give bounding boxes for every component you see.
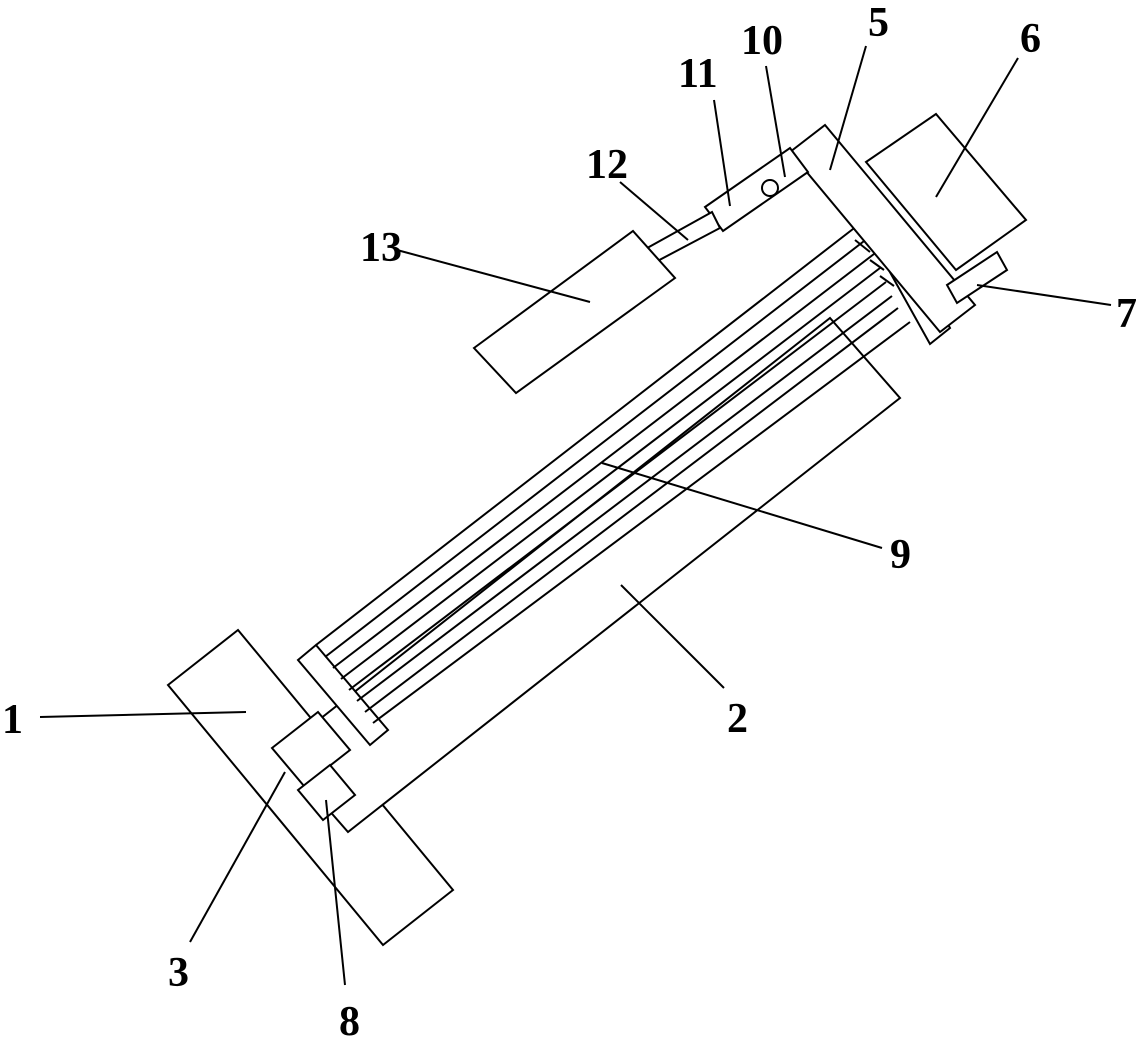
leader-8 bbox=[325, 799, 346, 986]
bundle-tube bbox=[340, 267, 881, 680]
bundle-tube bbox=[332, 253, 875, 669]
label-9: 9 bbox=[890, 532, 911, 578]
part-6-motor-box bbox=[864, 112, 1028, 272]
label-5: 5 bbox=[868, 0, 889, 46]
bundle-tube-tick bbox=[854, 239, 871, 253]
bundle-tube bbox=[348, 281, 887, 691]
leader-2 bbox=[620, 584, 725, 689]
bundle-tube bbox=[324, 237, 869, 658]
part-2-main-tube bbox=[276, 316, 902, 834]
leader-13 bbox=[396, 249, 591, 303]
leader-6 bbox=[935, 57, 1019, 198]
bundle-tube-tick bbox=[879, 275, 895, 287]
label-6: 6 bbox=[1020, 16, 1041, 62]
leader-7 bbox=[976, 284, 1112, 306]
part-5-head-housing bbox=[788, 123, 977, 334]
leader-11 bbox=[713, 99, 731, 207]
bundle-tube-tick bbox=[869, 259, 885, 271]
bundle-tube bbox=[364, 307, 899, 713]
bundle-tube bbox=[356, 295, 893, 702]
leader-9 bbox=[601, 462, 883, 549]
part-8-foot-pad bbox=[296, 763, 357, 822]
part-7-outlet-block bbox=[945, 250, 1009, 305]
label-8: 8 bbox=[339, 999, 360, 1043]
leader-5 bbox=[829, 45, 867, 171]
label-13: 13 bbox=[360, 225, 402, 271]
label-3: 3 bbox=[168, 950, 189, 996]
bundle-tube bbox=[315, 221, 863, 646]
label-2: 2 bbox=[727, 696, 748, 742]
bundle-lower-end-plate bbox=[296, 643, 390, 747]
label-10: 10 bbox=[741, 18, 783, 64]
part-13-actuator-block bbox=[472, 229, 677, 395]
label-7: 7 bbox=[1116, 291, 1137, 337]
part-3-end-block bbox=[270, 710, 352, 788]
label-1: 1 bbox=[2, 697, 23, 743]
label-12: 12 bbox=[586, 142, 628, 188]
part-10-pivot-pin bbox=[761, 179, 779, 197]
label-11: 11 bbox=[678, 51, 718, 97]
bundle-tube bbox=[372, 321, 911, 724]
leader-lines bbox=[39, 45, 1112, 986]
part-11-hinge-bracket bbox=[703, 146, 810, 233]
leader-12 bbox=[619, 181, 689, 241]
leader-10 bbox=[765, 65, 786, 178]
leader-1 bbox=[39, 711, 247, 718]
leader-3 bbox=[189, 771, 286, 943]
